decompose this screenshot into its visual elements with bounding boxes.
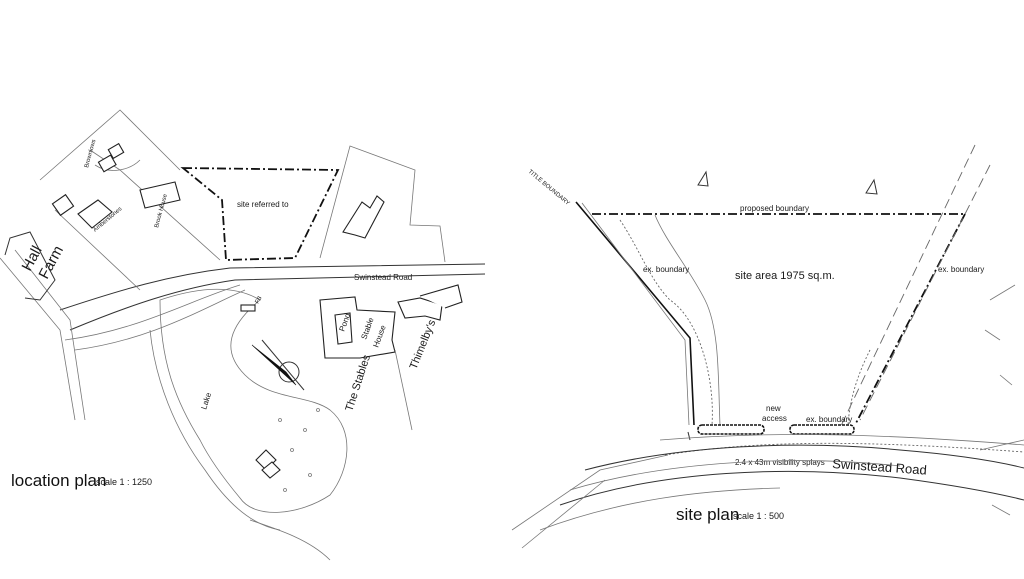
- visibility-splays-label: 2.4 x 43m visibility splays: [735, 458, 825, 467]
- hall-farm-outline: [4, 231, 56, 301]
- location-east-track: [394, 349, 413, 431]
- site-plan-scale: scale 1 : 500: [733, 511, 784, 521]
- right-ditch: [847, 349, 871, 426]
- location-plan-title: location plan: [11, 471, 106, 490]
- thimelbys-building: [419, 284, 463, 309]
- footbridge: [240, 304, 256, 312]
- site-road-south-west-2: [521, 479, 606, 549]
- amberstones-building-2: [77, 199, 113, 229]
- east-tick: [984, 329, 1001, 341]
- lake-small-building-2: [261, 461, 281, 479]
- brook-house-building: [139, 181, 181, 209]
- access-gate: [687, 431, 691, 441]
- lake-inner-edge: [149, 329, 281, 531]
- site-road-south-edge: [559, 470, 1024, 506]
- site-area-label: site area 1975 sq.m.: [735, 270, 835, 282]
- scatter-dot: [316, 408, 320, 412]
- location-site-boundary: [180, 167, 340, 261]
- hedge-right-of-access: [789, 424, 855, 435]
- location-ne-field: [319, 145, 446, 263]
- thimelbys-label: Thimelby's: [408, 318, 439, 371]
- scatter-dot: [290, 448, 294, 452]
- lake-outline: [159, 288, 348, 513]
- left-hedge: [654, 214, 721, 426]
- site-road-south-west: [511, 454, 669, 531]
- location-road-south-edge: [69, 273, 486, 331]
- north-arrow-icon: [251, 339, 305, 391]
- ex-boundary-bottom-label: ex. boundary: [806, 415, 852, 424]
- location-lane-2: [74, 289, 246, 351]
- the-stables-label: The Stables: [343, 353, 373, 413]
- footbridge-label: FB: [255, 295, 264, 305]
- right-dashed-edge-2: [859, 164, 991, 421]
- location-bottom-edge: [249, 519, 331, 561]
- scatter-dot: [283, 488, 287, 492]
- east-tick: [999, 374, 1013, 386]
- left-ditch: [619, 219, 713, 426]
- lake-label: Lake: [199, 391, 213, 411]
- location-lane: [64, 284, 241, 341]
- east-tick: [989, 284, 1016, 301]
- proposed-boundary-label: proposed boundary: [740, 204, 809, 213]
- tree-marker-icon: [865, 178, 878, 195]
- hedge-left-of-access: [697, 424, 765, 435]
- location-hedge: [94, 159, 141, 171]
- ex-boundary-right-label: ex. boundary: [938, 265, 984, 274]
- pond-shape: [334, 312, 353, 345]
- location-ne-building: [342, 195, 385, 239]
- scatter-dot: [308, 473, 312, 477]
- location-track-west: [0, 257, 76, 421]
- visibility-splay-line: [664, 442, 1024, 456]
- east-road-edge-2: [991, 504, 1011, 516]
- location-road-label: Swinstead Road: [354, 273, 412, 282]
- the-stables-building: [397, 297, 443, 321]
- location-field-line: [39, 109, 181, 181]
- new-access-label-1: new: [766, 404, 781, 413]
- location-road-north-edge: [59, 263, 486, 311]
- scatter-dot: [278, 418, 282, 422]
- right-dashed-edge: [839, 144, 976, 429]
- brownlows-building-2: [97, 154, 117, 173]
- site-road-north-edge: [584, 444, 1024, 471]
- title-boundary-label: TITLE BOUNDARY: [527, 169, 571, 207]
- site-road-footway: [539, 487, 781, 531]
- location-field-line-2: [54, 209, 141, 291]
- left-boundary-line: [575, 201, 695, 426]
- location-track-west-2: [14, 249, 86, 421]
- ex-boundary-left-label: ex. boundary: [643, 265, 689, 274]
- site-road-label: Swinstead Road: [832, 456, 927, 478]
- site-plan-title: site plan: [676, 505, 739, 524]
- east-road-edge: [979, 439, 1024, 451]
- location-site-label: site referred to: [237, 200, 289, 209]
- new-access-label-2: access: [762, 414, 787, 423]
- road-verge-north: [659, 434, 1024, 446]
- tree-marker-icon: [697, 170, 709, 187]
- left-boundary-inner: [581, 202, 690, 426]
- location-plan-scale: scale 1 : 1250: [96, 477, 152, 487]
- amberstones-building-1: [51, 193, 75, 217]
- scatter-dot: [303, 428, 307, 432]
- site-plan: TITLE BOUNDARY proposed boundary ex. bou…: [511, 144, 1024, 549]
- site-road-centre: [569, 460, 901, 491]
- location-plan: Hall Farm Brownlows Amberstones Brook Ho…: [0, 109, 486, 561]
- brownlows-building-1: [107, 142, 125, 160]
